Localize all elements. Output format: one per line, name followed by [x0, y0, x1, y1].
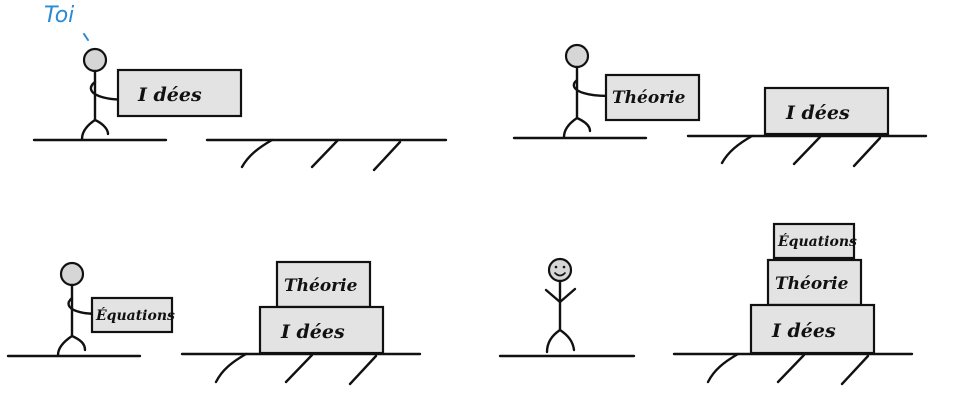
stick-figure-happy	[544, 257, 577, 354]
figure-legs	[545, 328, 576, 354]
block-label: I dées	[785, 102, 850, 124]
you-label: Toi	[44, 3, 74, 28]
stacked-block-theory: Théorie	[275, 260, 372, 309]
figure-head	[564, 43, 590, 69]
figure-head	[547, 257, 573, 283]
foundation	[672, 352, 914, 386]
carried-block-equations: Équations	[90, 296, 175, 334]
foundation-hatch	[214, 352, 378, 386]
figure-legs	[562, 116, 592, 139]
block-label: I dées	[280, 321, 345, 343]
block-label: I dées	[771, 320, 836, 342]
panel-1: Toi I dées	[32, 3, 448, 172]
figure-eye	[554, 265, 558, 269]
block-box	[749, 303, 876, 355]
block-label: I dées	[137, 84, 202, 106]
figure-head	[82, 47, 108, 73]
block-label: Théorie	[284, 276, 358, 296]
stacked-block-theory: Théorie	[766, 258, 863, 307]
block-box	[766, 258, 863, 307]
figure-legs	[56, 334, 87, 357]
stacked-block-ideas: I dées	[749, 303, 876, 355]
block-label: Équations	[95, 306, 175, 324]
stick-figure-carrying	[56, 261, 120, 357]
figure-eye	[562, 265, 566, 269]
stick-figure-carrying	[80, 47, 152, 141]
block-box	[604, 73, 701, 122]
foundation-hatch	[720, 134, 882, 168]
block-box	[772, 222, 856, 260]
stacked-block-ideas: I dées	[258, 305, 385, 355]
block-label: Théorie	[775, 274, 849, 294]
block-box	[763, 86, 890, 136]
carried-block-theory: Théorie	[604, 73, 701, 122]
block-box	[258, 305, 385, 355]
stacked-block-equations: Équations	[772, 222, 857, 260]
foundation	[205, 138, 448, 172]
block-box	[275, 260, 372, 309]
block-label: Théorie	[612, 88, 686, 108]
carried-block-ideas: I dées	[116, 68, 243, 118]
figure-arms	[544, 287, 577, 304]
foundation	[686, 134, 928, 168]
figure-legs	[80, 118, 110, 141]
block-label: Équations	[777, 232, 857, 250]
figure-head	[59, 261, 85, 287]
panel-2: Théorie I dées	[512, 43, 928, 168]
foundation	[180, 352, 422, 386]
block-box	[90, 296, 174, 334]
stacked-block-ideas: I dées	[763, 86, 890, 136]
panel-3: Équations Théorie I dées	[6, 260, 422, 386]
figure-smile	[554, 272, 566, 277]
you-pointer-mark	[83, 33, 89, 41]
foundation-hatch	[706, 352, 870, 386]
foundation-hatch	[240, 138, 402, 172]
panel-4: Équations Théorie I dées	[498, 222, 914, 386]
block-box	[116, 68, 243, 118]
